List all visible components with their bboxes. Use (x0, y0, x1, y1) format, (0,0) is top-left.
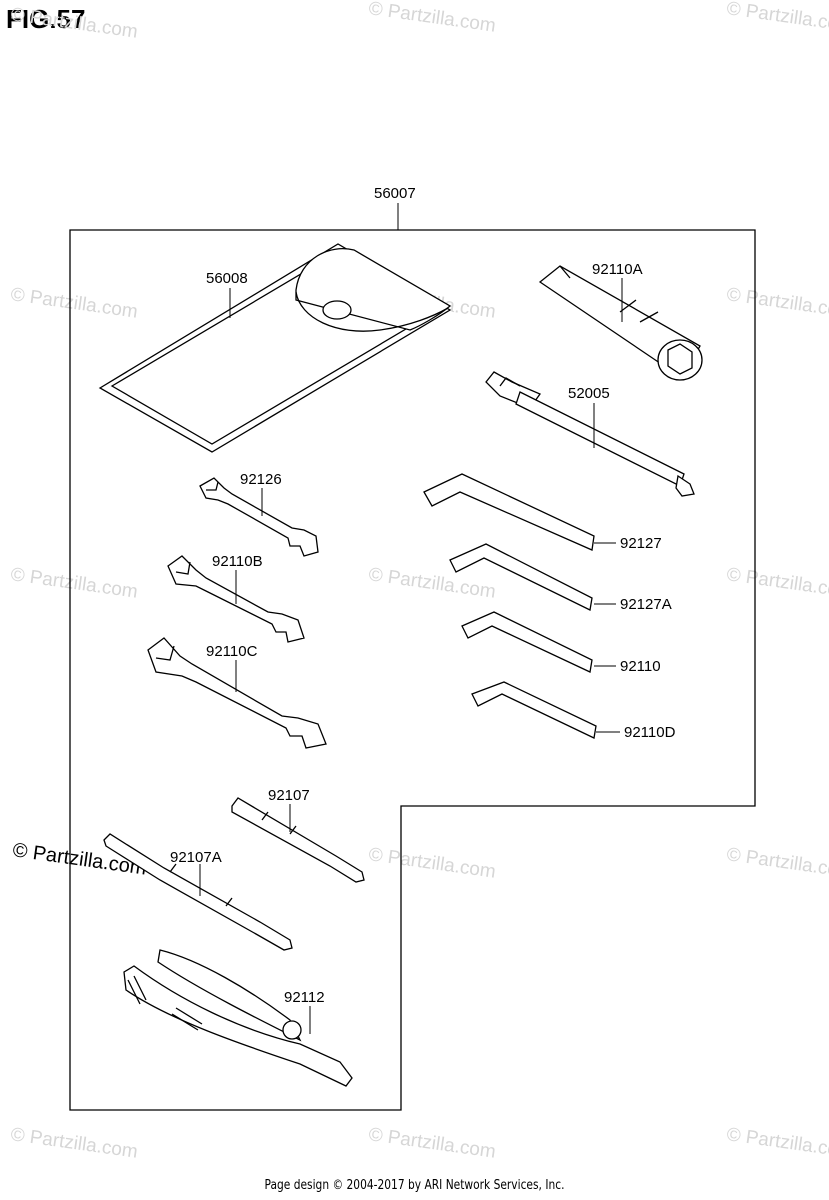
leader-lines (199, 278, 623, 1034)
part-label-52005: 52005 (568, 385, 610, 402)
part-label-92107: 92107 (268, 787, 310, 804)
part-label-92110A: 92110A (592, 261, 643, 278)
wrench-92126-drawing (199, 477, 319, 557)
watermark-text: © Partzilla.com (367, 844, 497, 883)
part-label-92126: 92126 (240, 471, 282, 488)
watermark-text: © Partzilla.com (725, 0, 829, 37)
watermark-text: © Partzilla.com (725, 564, 829, 603)
tool-pouch-drawing (98, 243, 452, 453)
watermark-text: © Partzilla.com (367, 0, 497, 37)
watermark-text: © Partzilla.com (725, 1124, 829, 1163)
watermark-text: © Partzilla.com (725, 284, 829, 323)
screwdriver-92107A-drawing (103, 833, 293, 951)
part-label-92110: 92110 (620, 658, 661, 675)
part-label-92110D: 92110D (624, 724, 676, 741)
watermark-text: © Partzilla.com (9, 1124, 139, 1163)
watermark-text: © Partzilla.com (9, 284, 139, 323)
kit-boundary (69, 229, 756, 1111)
part-labels: 56007 56008 92110A 52005 92126 92110B 92110C 92… (170, 185, 676, 1006)
wrench-92110C-drawing (147, 637, 327, 749)
watermark-text: © Partzilla.com (9, 564, 139, 603)
part-label-92107A: 92107A (170, 849, 222, 866)
part-label-92127A: 92127A (620, 596, 672, 613)
part-label-56007: 56007 (374, 185, 416, 202)
watermark-text: © Partzilla.com (9, 4, 139, 43)
watermark-text: © Partzilla.com (725, 844, 829, 883)
pliers-drawing (123, 949, 353, 1087)
page-footer: Page design © 2004-2017 by ARI Network S… (264, 1178, 565, 1193)
part-label-92110B: 92110B (212, 553, 263, 570)
watermark-text: © Partzilla.com (367, 1124, 497, 1163)
spark-plug-wrench-drawing (538, 265, 703, 381)
figure-title: FIG.57 (6, 4, 86, 34)
part-label-92110C: 92110C (206, 643, 258, 660)
part-label-56008: 56008 (206, 270, 248, 287)
allen-keys-drawing (423, 473, 597, 739)
part-label-92127: 92127 (620, 535, 662, 552)
part-label-92112: 92112 (284, 989, 325, 1006)
screwdriver-92107-drawing (231, 797, 365, 883)
extension-bar-drawing (485, 371, 695, 497)
watermark-text: © Partzilla.com (367, 564, 497, 603)
